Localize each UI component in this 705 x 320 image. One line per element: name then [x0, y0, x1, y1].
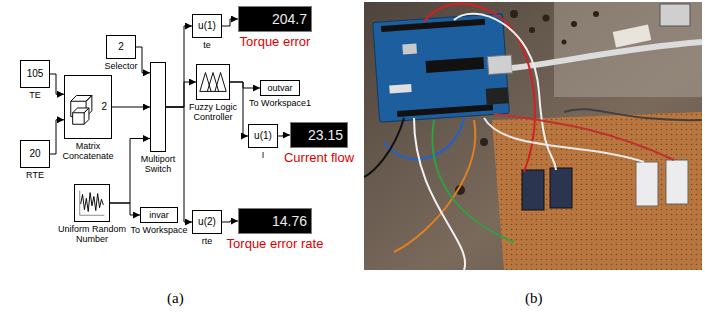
block-text: 2 — [101, 101, 107, 113]
hardware-photo — [364, 2, 702, 270]
photo-detail — [402, 44, 417, 55]
signal-line — [222, 19, 238, 26]
display-value: 23.15 — [308, 127, 343, 143]
photo-detail — [381, 19, 485, 32]
block-label: RTE — [26, 170, 44, 180]
relays — [522, 160, 688, 210]
signal-line — [50, 74, 64, 94]
block-label: To Workspace1 — [249, 98, 311, 108]
block-label: rte — [202, 236, 213, 246]
photo-detail — [432, 120, 514, 242]
signal-line — [110, 139, 150, 204]
photo-detail — [510, 10, 518, 18]
photo-detail — [529, 27, 535, 33]
perfboard — [492, 112, 702, 270]
photo-detail — [522, 170, 544, 210]
photo-detail — [494, 114, 674, 160]
photo-detail — [543, 15, 550, 22]
photo-detail — [486, 87, 509, 104]
block-label: To Workspace — [131, 225, 188, 235]
photo-detail — [426, 57, 485, 73]
switch-block: Multiport Switch — [150, 62, 166, 152]
signal-line — [136, 47, 150, 73]
arduino-board — [373, 13, 516, 122]
constant-block: 105TE — [20, 60, 50, 88]
concatenate-block: 2Matrix Concatenate — [64, 75, 112, 139]
rand-icon — [75, 185, 109, 221]
block-label: Fuzzy Logic Controller — [184, 102, 242, 122]
panel-label: (b) — [525, 290, 543, 307]
table-surface — [364, 2, 702, 270]
membership-symbol — [200, 73, 226, 92]
photo-detail — [454, 14, 556, 170]
signal-label: Torque error rate — [227, 236, 324, 251]
photo-detail — [550, 168, 572, 208]
photo-detail — [397, 104, 493, 117]
photo-detail — [636, 162, 658, 206]
paper-note — [613, 24, 652, 47]
block-text: outvar — [267, 82, 292, 94]
block-label: Uniform Random Number — [54, 224, 130, 244]
photo-detail — [571, 21, 577, 27]
photo-detail — [480, 138, 488, 146]
display-block: 23.15Current flow — [290, 122, 348, 148]
display-value: 14.76 — [272, 213, 307, 229]
block-text: invar — [149, 209, 169, 221]
wires — [364, 4, 702, 270]
photo-detail — [666, 160, 688, 204]
photo-detail — [487, 55, 512, 75]
random-block: Uniform Random Number — [74, 184, 110, 222]
photo-detail — [414, 118, 465, 270]
function-block: u(1)te — [192, 14, 222, 38]
display-block: 204.7Torque error — [238, 6, 312, 32]
signal-line — [230, 82, 260, 88]
function-block: u(1)I — [248, 124, 278, 148]
signal-line — [110, 203, 140, 215]
block-text: u(1) — [254, 130, 272, 142]
signal-line — [166, 26, 192, 107]
block-label: I — [262, 150, 265, 160]
constant-block: 2Selector — [106, 35, 136, 59]
signal-label: Current flow — [284, 150, 354, 165]
display-block: 14.76Torque error rate — [238, 208, 312, 234]
block-text: 105 — [27, 68, 44, 80]
panel-label: (a) — [167, 290, 184, 307]
photo-detail — [593, 11, 599, 17]
workspace-block: outvarTo Workspace1 — [260, 80, 300, 96]
block-text: u(1) — [198, 20, 216, 32]
usb-cable — [512, 42, 702, 68]
cube-symbol — [71, 96, 92, 125]
constant-block: 20RTE — [20, 140, 50, 168]
photo-detail — [424, 4, 535, 172]
photo-detail — [562, 40, 567, 45]
photo-detail — [389, 84, 412, 94]
workspace-block: invarTo Workspace — [140, 207, 178, 223]
block-label: TE — [29, 90, 41, 100]
signal-line — [222, 221, 238, 222]
signal-line — [50, 120, 64, 154]
fuzzy-icon — [197, 65, 229, 99]
signal-label: Torque error — [240, 34, 311, 49]
photo-detail — [564, 109, 702, 120]
noise-symbol — [80, 191, 105, 216]
perfboard-holes — [492, 112, 702, 270]
photo-detail — [364, 118, 404, 177]
block-label: Matrix Concatenate — [58, 141, 118, 161]
signal-line — [112, 107, 150, 108]
photo-detail — [394, 120, 475, 252]
display-value: 204.7 — [272, 11, 307, 27]
block-label: Multiport Switch — [136, 154, 180, 174]
block-text: u(2) — [198, 216, 216, 228]
block-label: te — [203, 40, 211, 50]
device-top — [660, 4, 690, 26]
fuzzy-block: Fuzzy Logic Controller — [196, 64, 230, 100]
signal-line — [278, 135, 290, 136]
function-block: u(2)rte — [192, 210, 222, 234]
block-text: 20 — [29, 148, 40, 160]
block-text: 2 — [118, 41, 124, 53]
block-label: Selector — [104, 61, 137, 71]
